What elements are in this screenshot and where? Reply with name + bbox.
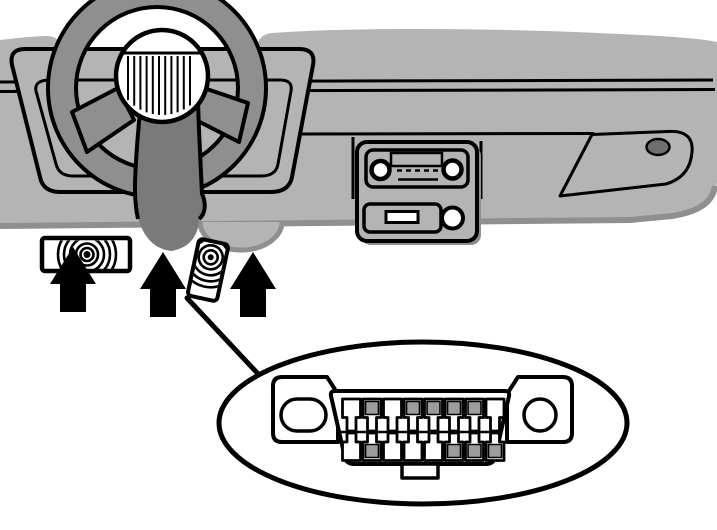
up-arrow <box>230 252 276 317</box>
bezel-inner-line <box>34 78 293 178</box>
ear-hole-left <box>279 397 328 433</box>
pin-slot <box>423 431 444 462</box>
cd-slot <box>384 210 420 224</box>
pin-contact <box>364 400 380 416</box>
radio-knob-right <box>441 158 464 181</box>
pin-slot <box>402 431 424 462</box>
steering-column-edge-right <box>194 45 207 221</box>
pin-contact <box>487 443 503 459</box>
pin-slot <box>484 397 506 433</box>
pin-contact <box>426 400 441 416</box>
door-pull-recess <box>558 129 694 198</box>
steering-wheel <box>45 0 269 251</box>
radio-display <box>389 151 444 168</box>
radio-knob-left <box>369 158 392 182</box>
up-arrow <box>140 252 186 317</box>
pin-slots-top <box>341 397 506 433</box>
location-arrows <box>50 247 276 317</box>
connector-key-tab <box>400 462 440 480</box>
ear-hole-right <box>522 397 558 433</box>
obd-connector-callout <box>216 339 630 507</box>
up-arrow <box>50 247 96 312</box>
pin-contact <box>446 443 462 459</box>
dashboard-lower-shadow <box>0 185 717 229</box>
callout-pointer-line <box>184 295 264 380</box>
center-console <box>355 140 481 245</box>
console-knob <box>440 205 465 231</box>
pin-slot <box>382 431 403 462</box>
horn-grille-icon <box>127 56 191 115</box>
pin-contact <box>364 443 380 459</box>
pin-slot <box>341 431 362 462</box>
pin-slot <box>382 397 403 433</box>
pin-slot <box>341 397 362 433</box>
obd-connector <box>271 375 574 480</box>
pin-contact <box>467 400 482 416</box>
pin-contact <box>446 400 462 416</box>
wheel-hub <box>113 27 211 125</box>
door-lock-oval <box>645 137 671 157</box>
pin-slots-bottom <box>341 431 506 462</box>
pin-contact <box>467 443 482 459</box>
pin-contact <box>405 400 421 416</box>
